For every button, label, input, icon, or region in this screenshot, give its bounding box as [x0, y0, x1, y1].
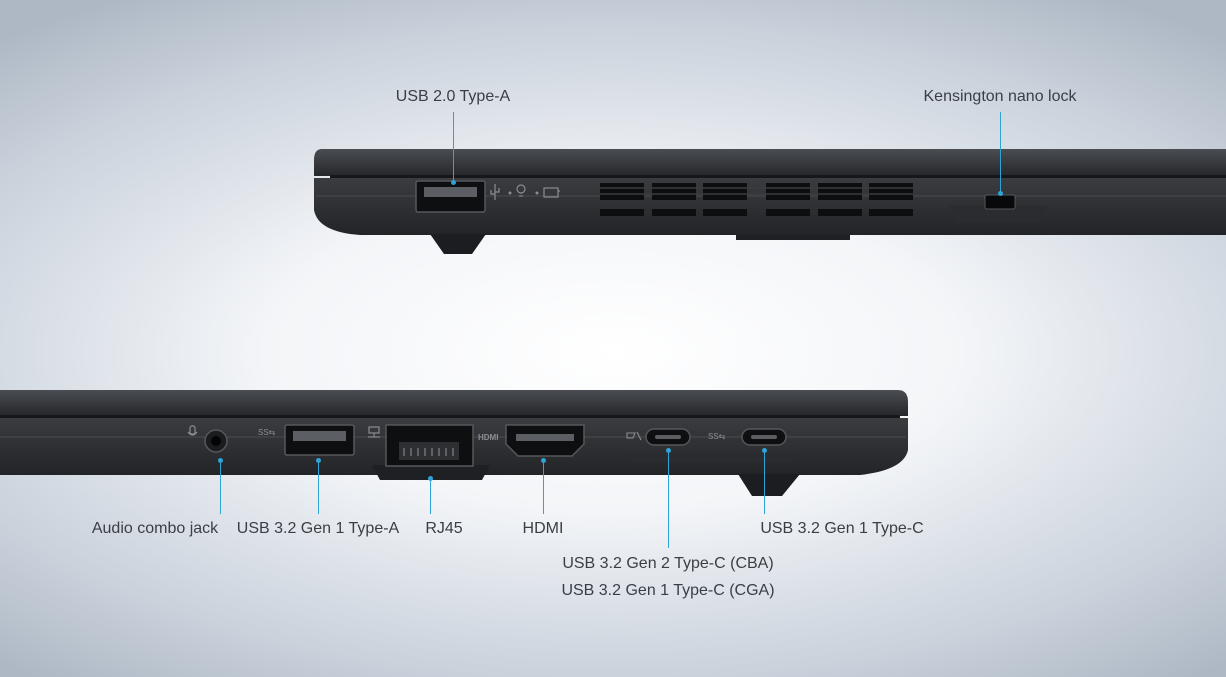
top-lid — [314, 149, 1226, 176]
callout-line-hdmi — [543, 460, 544, 514]
callout-dot-hdmi — [541, 458, 546, 463]
callout-dot-usb20 — [451, 180, 456, 185]
callout-line-usb-a-gen1 — [318, 460, 319, 514]
callout-dot-usb-a-gen1 — [316, 458, 321, 463]
label-hdmi: HDMI — [522, 520, 564, 537]
ss-mark-usb-c: SS⇆ — [708, 432, 726, 441]
bottom-foot — [738, 474, 800, 496]
label-usbc-gen1-cga: USB 3.2 Gen 1 Type-C (CGA) — [561, 582, 775, 599]
top-foot — [430, 234, 486, 254]
callout-line-rj45 — [430, 478, 431, 514]
callout-line-audio — [220, 460, 221, 514]
label-kensington-nano-lock: Kensington nano lock — [923, 88, 1077, 105]
callout-line-usbc-gen2 — [668, 450, 669, 548]
callout-line-usbc-gen1 — [764, 450, 765, 514]
display-port-icon — [626, 431, 642, 441]
usb-icon — [490, 184, 500, 200]
label-rj45: RJ45 — [425, 520, 463, 537]
network-icon — [368, 426, 380, 438]
label-usb32-gen1-type-a: USB 3.2 Gen 1 Type-A — [236, 520, 400, 537]
callout-dot-rj45 — [428, 476, 433, 481]
callout-dot-audio — [218, 458, 223, 463]
hdmi-mark: HDMI — [478, 433, 498, 442]
callout-dot-kensington — [998, 191, 1003, 196]
top-kensington-area — [950, 205, 1048, 222]
callout-dot-usbc-gen2 — [666, 448, 671, 453]
label-usb20-type-a: USB 2.0 Type-A — [395, 88, 511, 105]
label-audio-combo-jack: Audio combo jack — [91, 520, 219, 537]
callout-line-usb20 — [453, 112, 454, 182]
callout-line-kensington — [1000, 112, 1001, 194]
label-usb32-gen1-type-c: USB 3.2 Gen 1 Type-C — [760, 520, 924, 537]
top-gap — [330, 175, 1226, 178]
headset-mic-icon — [187, 425, 198, 436]
label-usbc-gen2-cba: USB 3.2 Gen 2 Type-C (CBA) — [562, 555, 774, 572]
callout-dot-usbc-gen1 — [762, 448, 767, 453]
battery-icon — [543, 187, 560, 198]
light-bulb-icon — [516, 184, 526, 197]
bottom-lid — [0, 390, 908, 416]
ss-mark-usb-a: SS⇆ — [258, 428, 276, 437]
